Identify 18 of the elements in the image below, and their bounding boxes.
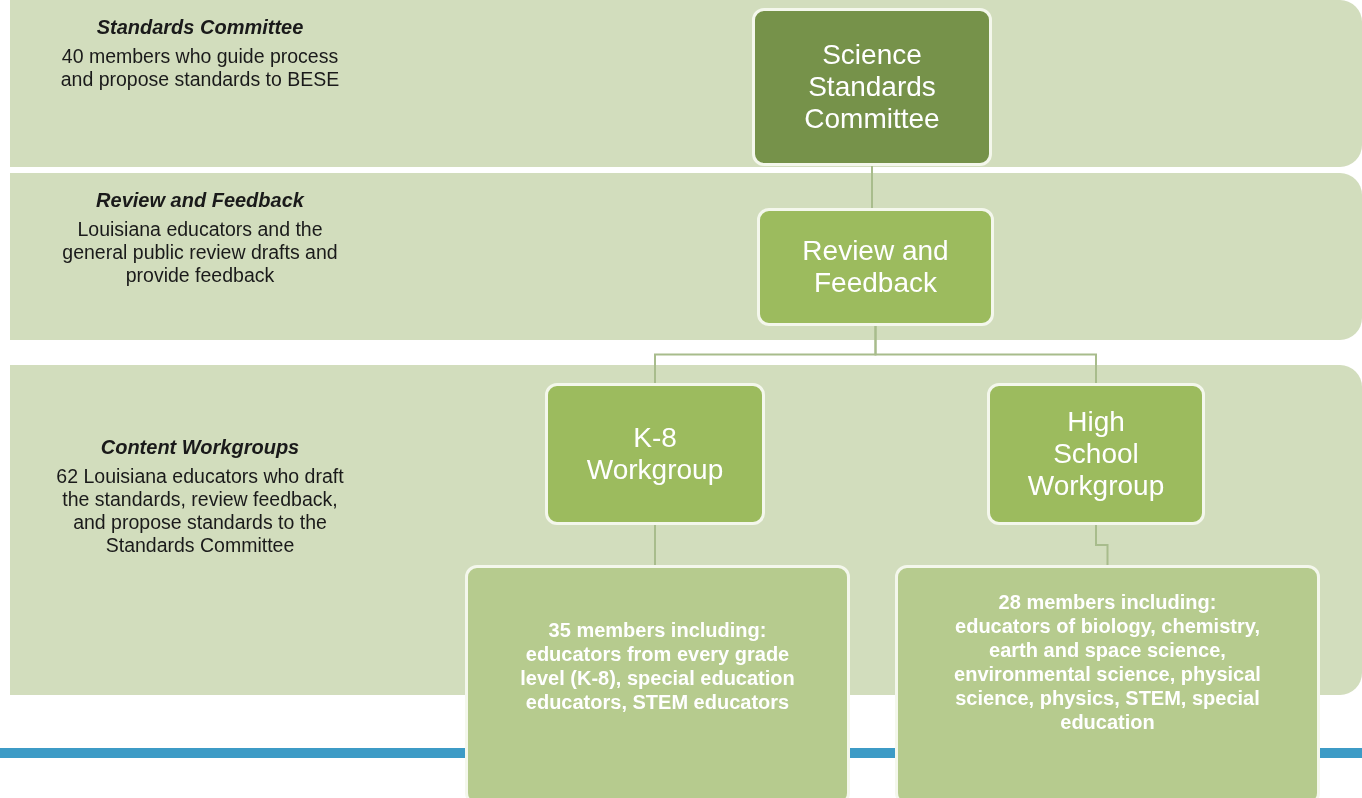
row-band — [10, 173, 1362, 340]
detail-box: 35 members including: educators from every grade level (K-8), special education educators, STEM educators — [465, 565, 850, 798]
detail-box: 28 members including: educators of biology, chemistry, earth and space science, environmental science, physical science, physics, STEM, special education — [895, 565, 1320, 798]
band-heading: Content Workgroups — [99, 435, 301, 459]
row-band — [10, 0, 1362, 167]
band-description: 40 members who guide process and propose standards to BESE — [59, 45, 341, 91]
connector-line — [874, 325, 1097, 384]
band-heading: Review and Feedback — [95, 188, 306, 212]
band-description: 62 Louisiana educators who draft the standards, review feedback, and propose standards to the Standards Committee — [55, 465, 345, 557]
band-heading: Standards Committee — [95, 15, 305, 39]
org-box: High School Workgroup — [987, 383, 1205, 525]
org-box: K-8 Workgroup — [545, 383, 765, 525]
org-box: Review and Feedback — [757, 208, 994, 326]
connector-line — [871, 165, 873, 209]
band-description: Louisiana educators and the general public review drafts and provide feedback — [61, 218, 339, 287]
connector-line — [654, 524, 656, 566]
org-box: Science Standards Committee — [752, 8, 992, 166]
connector-line — [1095, 524, 1109, 566]
